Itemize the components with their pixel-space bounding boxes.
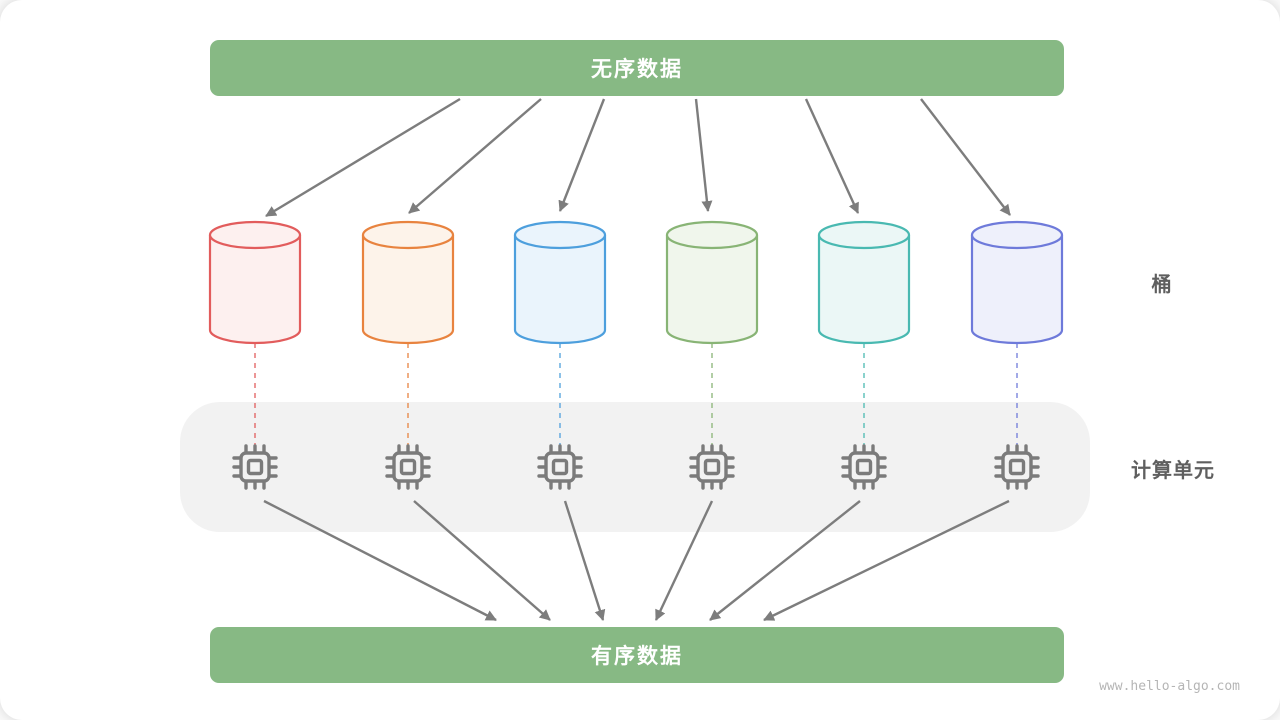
- arrow-unsorted-to-bucket-3: [558, 98, 606, 212]
- watermark: www.hello-algo.com: [1099, 679, 1240, 694]
- arrow-cpu-2-to-sorted: [413, 500, 551, 621]
- arrow-unsorted-to-bucket-1: [265, 97, 461, 218]
- arrow-cpu-1-to-sorted: [263, 499, 497, 622]
- arrow-unsorted-to-bucket-6: [920, 98, 1011, 216]
- bucket-blue: [513, 220, 607, 345]
- cpu-icons: [232, 444, 1040, 490]
- cylinder-body: [361, 233, 455, 345]
- cylinder-body: [208, 233, 302, 345]
- arrow-unsorted-to-bucket-4: [694, 98, 713, 212]
- compute-unit-label: 计算单元: [1131, 460, 1215, 482]
- unsorted-data-bar: 无序数据: [210, 40, 1064, 96]
- bucket-teal: [817, 220, 911, 345]
- arrow-cpu-3-to-sorted: [563, 500, 606, 621]
- sorted-data-bar: 有序数据: [210, 627, 1064, 683]
- compute-unit-band: [180, 402, 1090, 532]
- cylinder-top: [361, 220, 455, 250]
- cylinder-body: [513, 233, 607, 345]
- top-arrows: [265, 97, 1011, 218]
- cylinder-body: [665, 233, 759, 345]
- bucket-orange: [361, 220, 455, 345]
- bucket-red: [208, 220, 302, 345]
- cylinder-body: [970, 233, 1064, 345]
- buckets: [208, 220, 1064, 345]
- cylinder-top: [970, 220, 1064, 250]
- arrow-unsorted-to-bucket-5: [804, 98, 860, 214]
- bucket-to-cpu-links: [254, 343, 1018, 445]
- cpu-icon: [841, 444, 887, 490]
- cylinder-top: [208, 220, 302, 250]
- cpu-icon: [537, 444, 583, 490]
- cylinder-top: [513, 220, 607, 250]
- arrow-cpu-5-to-sorted: [709, 500, 861, 621]
- cylinder-top: [665, 220, 759, 250]
- arrow-cpu-4-to-sorted: [654, 500, 714, 621]
- bucket-indigo: [970, 220, 1064, 345]
- cpu-icon: [994, 444, 1040, 490]
- bucket-label: 桶: [1151, 274, 1173, 296]
- cpu-icon: [232, 444, 278, 490]
- cylinder-body: [817, 233, 911, 345]
- cpu-icon: [689, 444, 735, 490]
- arrow-cpu-6-to-sorted: [763, 499, 1010, 622]
- cpu-icon: [385, 444, 431, 490]
- arrow-unsorted-to-bucket-2: [408, 98, 542, 214]
- cylinder-top: [817, 220, 911, 250]
- bucket-green: [665, 220, 759, 345]
- bottom-arrows: [263, 499, 1010, 622]
